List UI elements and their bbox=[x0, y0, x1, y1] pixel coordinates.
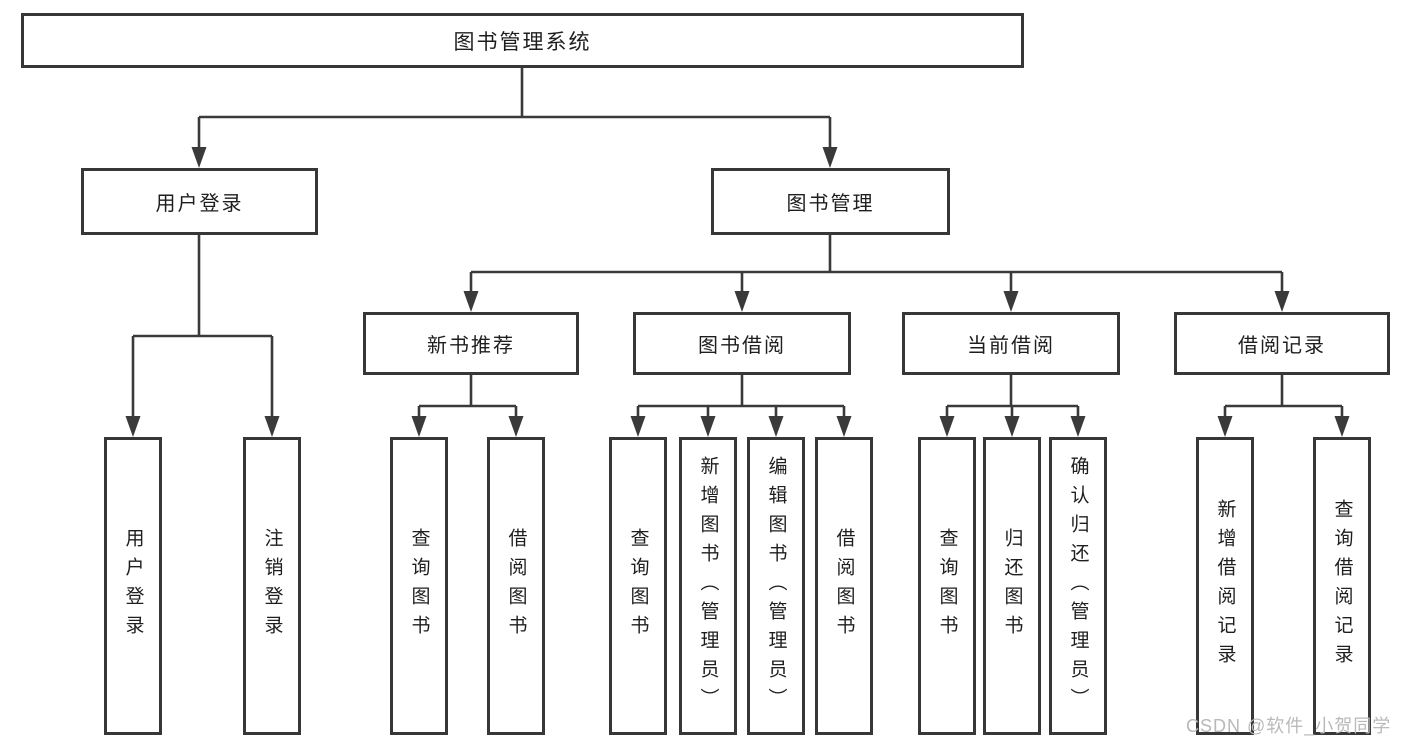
node-new-book-recommendation: 新书推荐 bbox=[363, 312, 579, 375]
connector-root-to-level2 bbox=[197, 68, 832, 148]
node-book-management: 图书管理 bbox=[711, 168, 950, 235]
leaf-return-books: 归还图书 bbox=[983, 437, 1041, 735]
leaf-confirm-return-admin: 确认归还（管理员） bbox=[1049, 437, 1107, 735]
node-label: 注销登录 bbox=[261, 528, 283, 644]
node-label: 查询借阅记录 bbox=[1331, 499, 1353, 673]
leaf-borrow-books-borrowing: 借阅图书 bbox=[815, 437, 873, 735]
node-label: 查询图书 bbox=[408, 528, 430, 644]
leaf-query-books-current: 查询图书 bbox=[918, 437, 976, 735]
connector-mgmt-to-groups bbox=[469, 235, 1284, 293]
node-book-management-system: 图书管理系统 bbox=[21, 13, 1024, 68]
leaf-add-borrow-record: 新增借阅记录 bbox=[1196, 437, 1254, 735]
node-label: 新增借阅记录 bbox=[1214, 499, 1236, 673]
leaf-logout: 注销登录 bbox=[243, 437, 301, 735]
leaf-query-books-recommend: 查询图书 bbox=[390, 437, 448, 735]
node-label: 借阅图书 bbox=[833, 528, 855, 644]
node-label: 查询图书 bbox=[936, 528, 958, 644]
connector-recommend-to-children bbox=[417, 375, 518, 418]
node-label: 确认归还（管理员） bbox=[1067, 455, 1089, 717]
node-label: 用户登录 bbox=[122, 528, 144, 644]
node-label: 用户登录 bbox=[155, 193, 244, 215]
arrowheads bbox=[125, 147, 1350, 437]
node-borrowing-records: 借阅记录 bbox=[1174, 312, 1390, 375]
node-label: 图书管理系统 bbox=[453, 30, 592, 54]
node-label: 当前借阅 bbox=[967, 335, 1055, 357]
node-current-borrowing: 当前借阅 bbox=[902, 312, 1120, 375]
node-label: 查询图书 bbox=[627, 528, 649, 644]
node-label: 新增图书（管理员） bbox=[697, 455, 719, 717]
connector-borrowing-to-children bbox=[636, 375, 846, 418]
leaf-edit-books-admin: 编辑图书（管理员） bbox=[747, 437, 805, 735]
connector-login-to-children bbox=[131, 235, 274, 418]
watermark: CSDN @软件_小贺同学 bbox=[1186, 716, 1392, 736]
leaf-query-books-borrowing: 查询图书 bbox=[609, 437, 667, 735]
node-label: 归还图书 bbox=[1001, 528, 1023, 644]
connector-records-to-children bbox=[1223, 375, 1344, 418]
leaf-query-borrow-record: 查询借阅记录 bbox=[1313, 437, 1371, 735]
node-label: 新书推荐 bbox=[427, 335, 515, 357]
node-label: 图书借阅 bbox=[698, 335, 786, 357]
node-label: 借阅记录 bbox=[1238, 335, 1326, 357]
node-book-borrowing: 图书借阅 bbox=[633, 312, 851, 375]
connector-current-to-children bbox=[945, 375, 1080, 418]
node-label: 图书管理 bbox=[786, 193, 875, 215]
node-user-login: 用户登录 bbox=[81, 168, 318, 235]
leaf-add-books-admin: 新增图书（管理员） bbox=[679, 437, 737, 735]
node-label: 编辑图书（管理员） bbox=[765, 455, 787, 717]
node-label: 借阅图书 bbox=[505, 528, 527, 644]
leaf-borrow-books-recommend: 借阅图书 bbox=[487, 437, 545, 735]
leaf-user-login: 用户登录 bbox=[104, 437, 162, 735]
